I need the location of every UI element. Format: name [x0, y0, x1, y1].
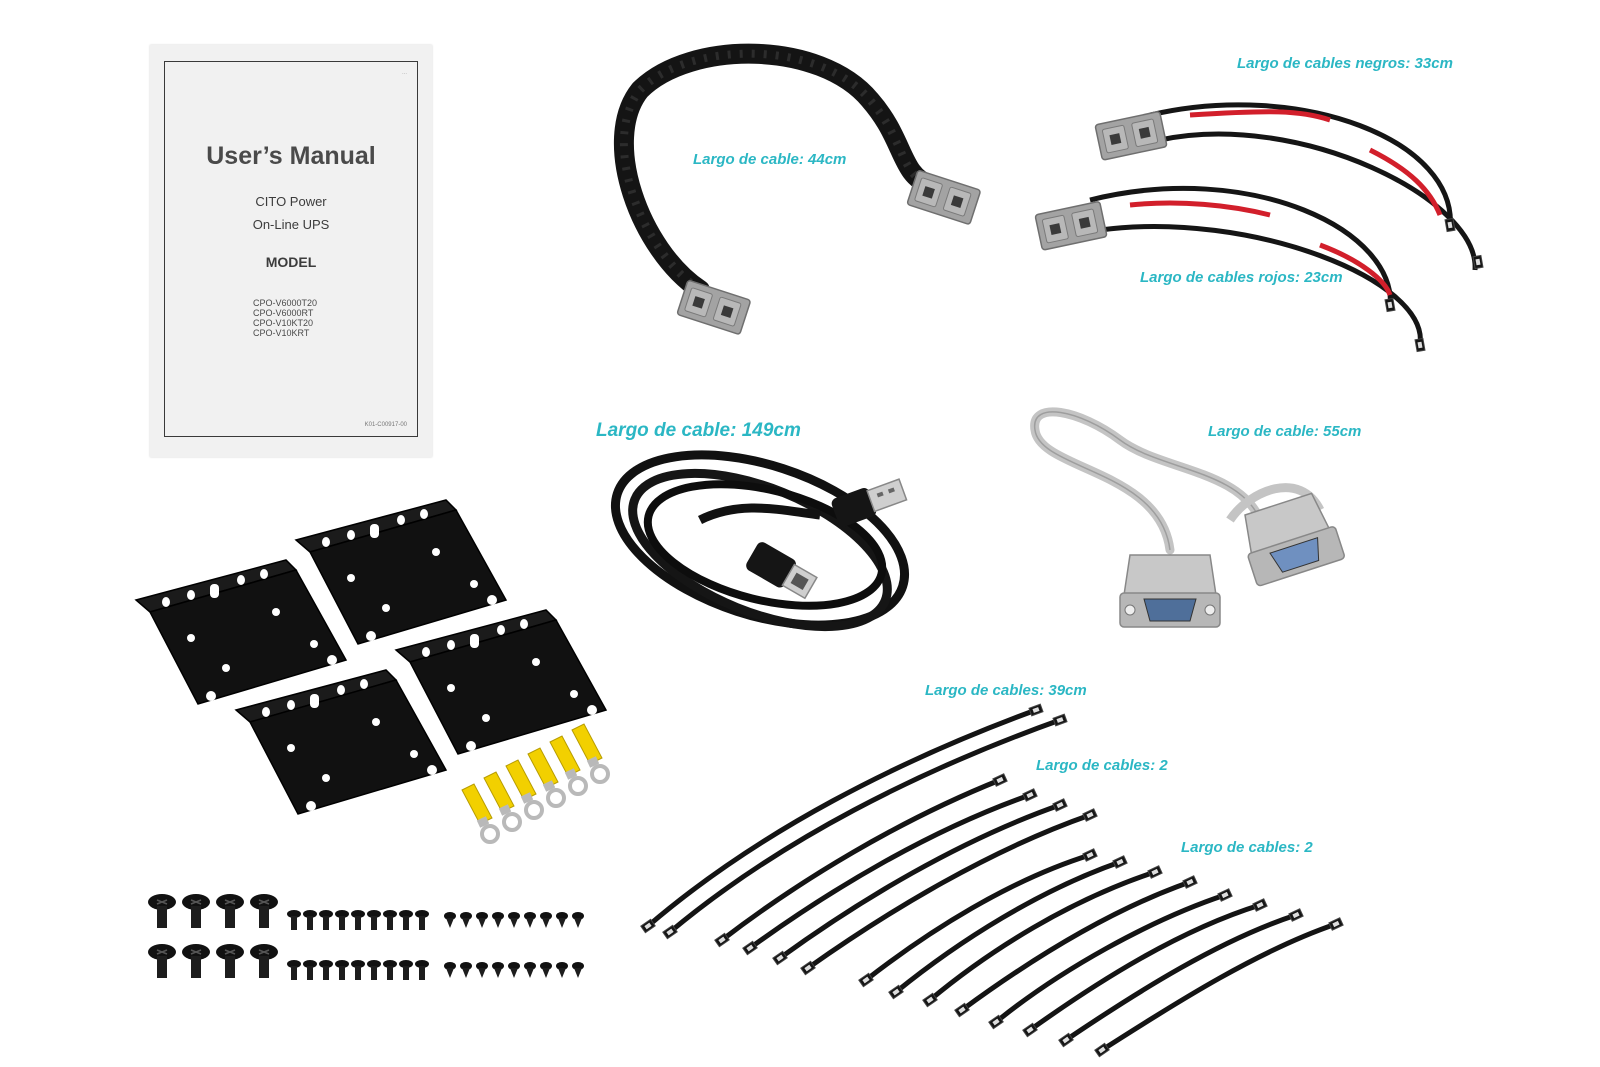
manual-cover-frame: ... User’s Manual CITO Power On-Line UPS…	[164, 61, 418, 437]
serial-cable	[1030, 407, 1345, 628]
db9-female-connector	[1244, 492, 1345, 587]
ring-terminal	[570, 722, 610, 784]
short-cables-group-2	[720, 777, 1091, 971]
wire-terminal	[1472, 254, 1484, 270]
manual-title: User’s Manual	[206, 142, 376, 170]
users-manual: ... User’s Manual CITO Power On-Line UPS…	[150, 45, 432, 457]
battery-cables-lower	[1034, 185, 1426, 353]
manual-model-item: CPO-V6000T20	[253, 298, 318, 308]
anderson-connector	[1094, 110, 1168, 161]
caption-cables-negros: Largo de cables negros: 33cm	[1237, 55, 1453, 72]
cable-terminals	[640, 703, 1344, 1058]
manual-brand: CITO Power	[255, 194, 327, 209]
manual-model-item: CPO-V10KT20	[253, 318, 314, 328]
manual-model-item: CPO-V10KRT	[253, 328, 310, 338]
manual-corner-mark: ...	[401, 70, 407, 76]
screws-row-2	[147, 943, 584, 980]
caption-cables-group-2: Largo de cables: 2	[1036, 757, 1168, 774]
db9-male-connector	[1119, 554, 1221, 628]
caption-cables-39cm: Largo de cables: 39cm	[925, 682, 1087, 699]
rack-bracket	[295, 499, 507, 645]
wire-terminal	[1444, 217, 1456, 233]
usb-cable	[610, 450, 910, 632]
rack-bracket	[135, 559, 347, 705]
short-cables-39cm	[646, 707, 1061, 934]
cable-44cm	[614, 43, 982, 336]
battery-cables-upper	[1094, 102, 1484, 271]
manual-model-list: CPO-V6000T20 CPO-V6000RT CPO-V10KT20 CPO…	[253, 298, 317, 338]
manual-model-item: CPO-V6000RT	[253, 308, 314, 318]
wire-terminal	[1384, 297, 1396, 313]
rack-bracket	[235, 669, 447, 815]
manual-product: On-Line UPS	[252, 217, 330, 232]
screws-row-1	[147, 893, 584, 930]
anderson-connector	[676, 279, 752, 336]
manual-model-heading: MODEL	[265, 254, 317, 270]
caption-usb-cable: Largo de cable: 149cm	[596, 420, 801, 441]
caption-serial-cable: Largo de cable: 55cm	[1208, 423, 1362, 440]
manual-code: K01-C00917-00	[364, 422, 407, 428]
usb-b-plug	[746, 542, 818, 600]
caption-cable-44cm: Largo de cable: 44cm	[693, 151, 847, 168]
caption-cables-rojos: Largo de cables rojos: 23cm	[1140, 269, 1343, 286]
anderson-connector	[1034, 200, 1108, 251]
short-cables-group-3	[864, 852, 1337, 1053]
usb-a-plug	[831, 478, 908, 527]
anderson-connector	[906, 169, 982, 226]
wire-terminal	[1414, 337, 1426, 353]
caption-cables-group-3: Largo de cables: 2	[1181, 839, 1313, 856]
